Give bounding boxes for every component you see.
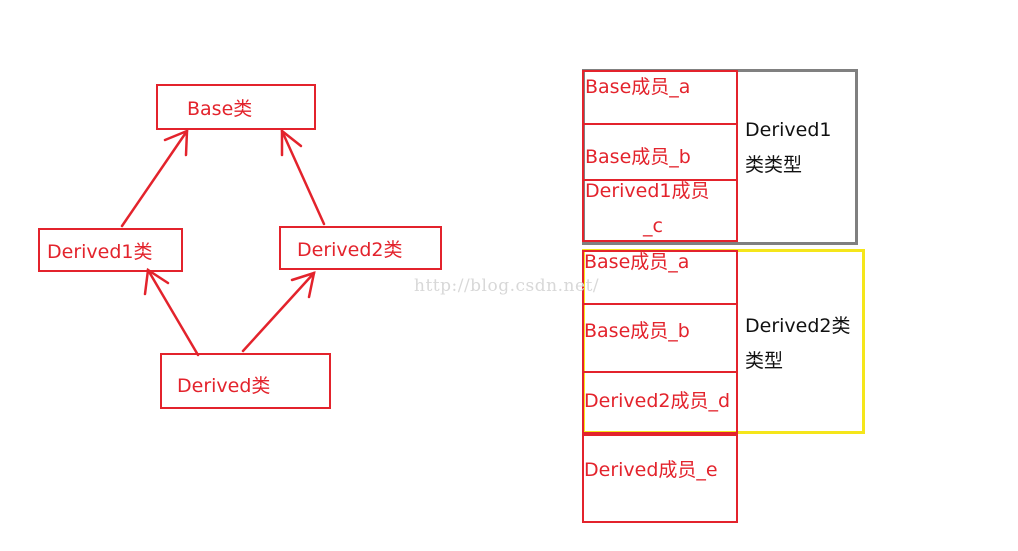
derived2-class-box	[279, 226, 442, 270]
derived1-type-label-line1: Derived1	[745, 119, 832, 141]
derived2-class-label: Derived2类	[297, 239, 403, 261]
derived-class-label: Derived类	[177, 375, 271, 397]
cell-derived2-member-d-label: Derived2成员_d	[584, 390, 731, 412]
cell-derived1-member-c	[582, 179, 738, 242]
arrowhead-derived-to-derived2	[290, 271, 316, 299]
cell-derived1-member-c-label-line2: _c	[643, 215, 663, 237]
cell-derived-member-e	[582, 434, 738, 523]
derived1-class-box	[38, 228, 183, 272]
cell-derived2-member-d	[582, 371, 738, 434]
cell-base-member-b-1-label: Base成员_b	[585, 146, 691, 168]
derived1-type-label-line2: 类类型	[745, 154, 803, 176]
arrow-derived-to-derived1	[146, 268, 200, 357]
derived-class-box	[160, 353, 331, 409]
watermark-text: http://blog.csdn.net/	[414, 276, 600, 296]
base-class-label: Base类	[187, 98, 253, 120]
arrow-derived2-to-base	[280, 129, 326, 226]
derived2-type-label-line2: 类型	[745, 350, 784, 372]
arrow-derived-to-derived2	[241, 271, 316, 353]
cell-base-member-b-2-label: Base成员_b	[584, 320, 690, 342]
base-class-box	[156, 84, 316, 130]
derived1-class-label: Derived1类	[47, 241, 153, 263]
cell-derived1-member-c-label-line1: Derived1成员	[585, 180, 710, 202]
arrowhead-derived1-to-base	[163, 129, 189, 157]
cell-base-member-a-1-label: Base成员_a	[585, 76, 691, 98]
arrow-derived1-to-base	[120, 129, 189, 228]
cell-derived-member-e-label: Derived成员_e	[584, 459, 718, 481]
cell-base-member-a-2-label: Base成员_a	[584, 251, 690, 273]
arrowhead-derived2-to-base	[280, 128, 303, 157]
derived2-type-label-line1: Derived2类	[745, 315, 851, 337]
